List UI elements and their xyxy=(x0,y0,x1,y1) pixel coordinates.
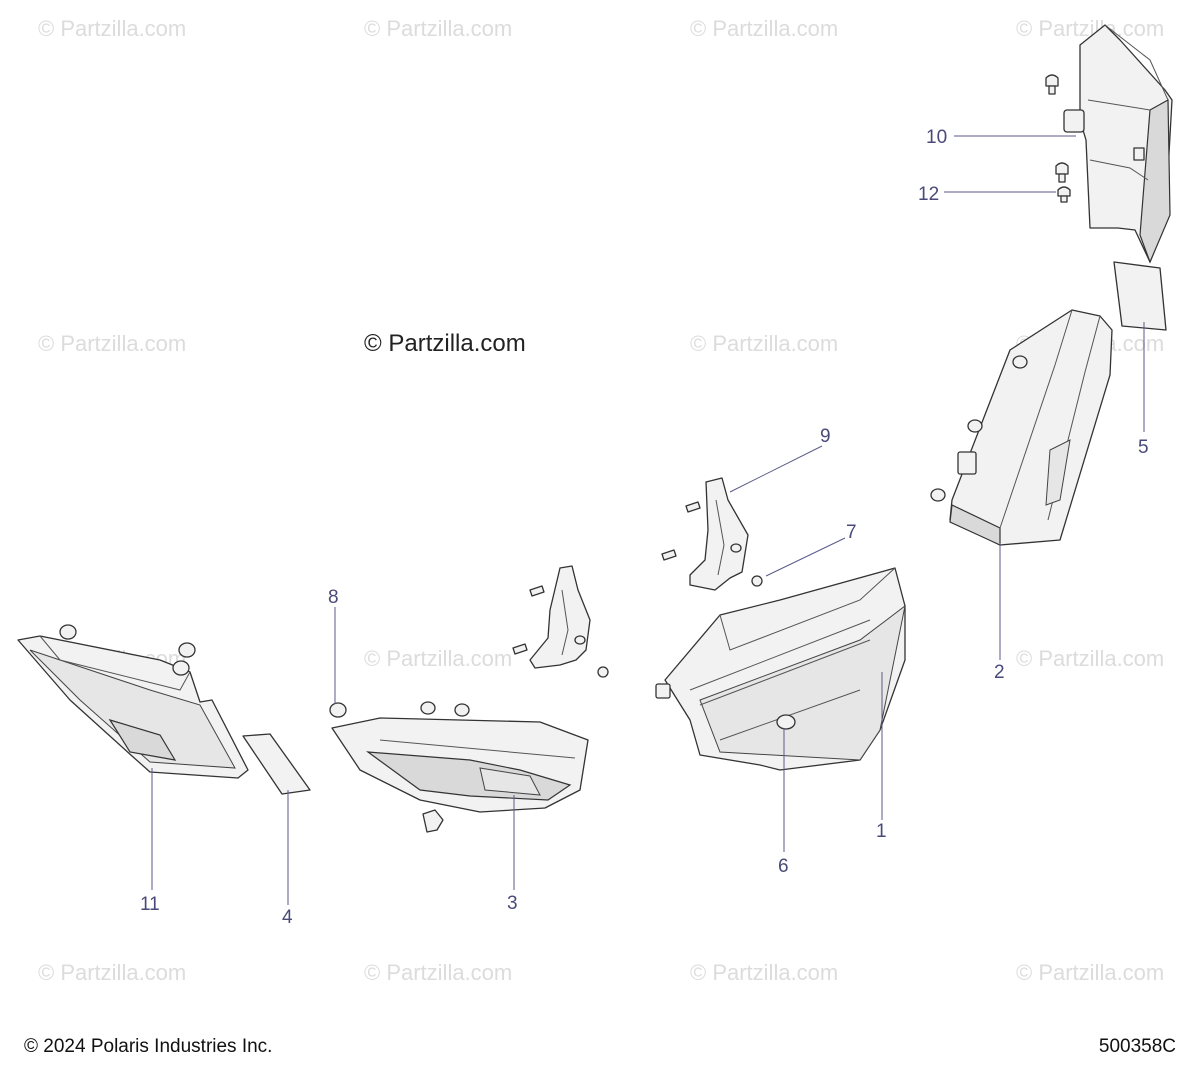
screw-icon[interactable] xyxy=(685,501,701,513)
watermark: © Partzilla.com xyxy=(364,16,512,41)
connector-icon[interactable] xyxy=(957,451,977,475)
part-3-marker-light[interactable] xyxy=(331,717,589,813)
grommet-icon[interactable] xyxy=(178,642,196,658)
part-9-bracket[interactable] xyxy=(689,477,749,591)
watermark: © Partzilla.com xyxy=(690,331,838,356)
callout-10[interactable]: 10 xyxy=(926,127,947,148)
watermark: © Partzilla.com xyxy=(38,331,186,356)
callout-2[interactable]: 2 xyxy=(994,662,1005,683)
watermark: © Partzilla.com xyxy=(364,646,512,671)
grommet-icon[interactable] xyxy=(967,419,983,433)
bracket-icon[interactable] xyxy=(529,565,591,669)
diagram-number: 500358C xyxy=(1098,1036,1176,1057)
grommet-icon[interactable] xyxy=(776,714,796,730)
watermark: © Partzilla.com xyxy=(1016,960,1164,985)
callout-6[interactable]: 6 xyxy=(778,856,789,877)
grommet-icon[interactable] xyxy=(454,703,470,717)
watermark: © Partzilla.com xyxy=(690,960,838,985)
callout-1[interactable]: 1 xyxy=(876,821,887,842)
watermark: © Partzilla.com xyxy=(38,960,186,985)
watermark: © Partzilla.com xyxy=(690,16,838,41)
screw-icon[interactable] xyxy=(529,585,545,597)
watermark: © Partzilla.com xyxy=(38,16,186,41)
part-11-tail-light[interactable] xyxy=(17,635,249,779)
callout-8[interactable]: 8 xyxy=(328,587,339,608)
watermark: © Partzilla.com xyxy=(364,960,512,985)
watermark: © Partzilla.com xyxy=(1016,646,1164,671)
callout-7[interactable]: 7 xyxy=(846,522,857,543)
copyright-text: © 2024 Polaris Industries Inc. xyxy=(24,1036,273,1057)
grommet-icon[interactable] xyxy=(329,702,347,718)
callout-3[interactable]: 3 xyxy=(507,893,518,914)
nut-icon[interactable] xyxy=(597,666,609,678)
grommet-icon[interactable] xyxy=(59,624,77,640)
callout-4[interactable]: 4 xyxy=(282,907,293,928)
part-1-headlight[interactable] xyxy=(655,567,906,771)
grommet-icon[interactable] xyxy=(1012,355,1028,369)
screw-icon[interactable] xyxy=(512,643,528,655)
callout-5[interactable]: 5 xyxy=(1138,437,1149,458)
part-10-housing[interactable] xyxy=(1063,24,1173,264)
nut-icon[interactable] xyxy=(751,575,763,587)
part-4-reflector[interactable] xyxy=(242,733,311,795)
part-2-tail-light[interactable] xyxy=(949,309,1113,546)
fastener-icon[interactable] xyxy=(1057,186,1071,203)
grommet-icon[interactable] xyxy=(420,701,436,715)
callout-11[interactable]: 11 xyxy=(140,894,160,915)
callout-9[interactable]: 9 xyxy=(820,426,831,447)
leader-lines xyxy=(151,135,1145,905)
part-5-reflector[interactable] xyxy=(1113,261,1167,331)
grommet-icon[interactable] xyxy=(930,488,946,502)
fastener-icon[interactable] xyxy=(1055,162,1069,183)
watermark-main: © Partzilla.com xyxy=(364,330,526,357)
grommet-icon[interactable] xyxy=(172,660,190,676)
callout-12[interactable]: 12 xyxy=(918,184,939,205)
clip-icon[interactable] xyxy=(422,809,444,833)
screw-icon[interactable] xyxy=(661,549,677,561)
fastener-icon[interactable] xyxy=(1045,74,1059,95)
